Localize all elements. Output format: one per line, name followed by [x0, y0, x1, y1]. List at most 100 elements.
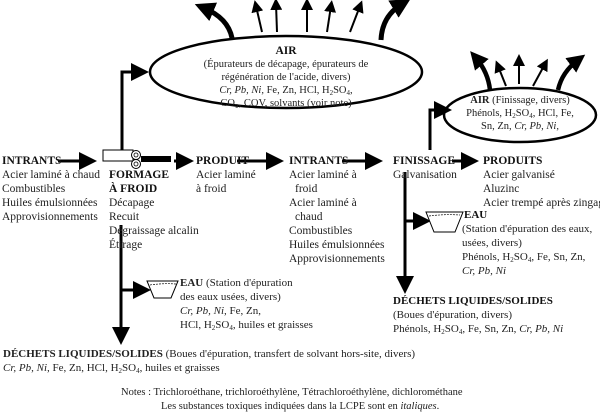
thick-curved-arrow-left	[194, 2, 235, 39]
inputs-2-item: Acier laminé à	[289, 197, 357, 209]
toxic-substances: Cr, Pb, Ni,	[3, 362, 50, 374]
thin-arrow-2	[270, 0, 283, 33]
text: , huiles et graisses	[139, 362, 220, 374]
subscript: 2	[441, 328, 445, 336]
text: Sn, Zn,	[481, 121, 515, 132]
inputs-2-item: Huiles émulsionnées	[289, 239, 385, 251]
water-2-title: EAU	[464, 209, 488, 221]
products-item: Acier galvanisé	[483, 169, 555, 181]
subscript: 2	[329, 89, 334, 97]
notes-block: Notes : Trichloroéthane, trichloroéthylè…	[121, 386, 463, 414]
toxic-substances: Cr, Pb, Ni,	[180, 305, 227, 317]
product-item: Acier laminé	[196, 169, 256, 181]
text: SO	[122, 362, 137, 374]
inputs-block-2: INTRANTS Acier laminé à froid Acier lami…	[289, 154, 385, 266]
inputs-1-item: Combustibles	[2, 183, 66, 195]
air-main-emission-arrows	[194, 0, 411, 41]
air-emissions-ellipse-main	[148, 34, 424, 110]
cold-forming-title-2: À FROID	[109, 183, 158, 195]
air-main-line-2: régénération de l'acide, divers)	[221, 72, 351, 83]
flow-arrows	[58, 63, 479, 345]
inputs-2-item: Combustibles	[289, 225, 353, 237]
text: Les substances toxiques indiquées dans l…	[161, 401, 401, 412]
thin-arrow-4	[324, 0, 337, 33]
emissions-text: SO	[333, 85, 347, 96]
text: , huiles et graisses	[232, 319, 313, 331]
notes-line-1: Notes : Trichloroéthane, trichloroéthylè…	[121, 387, 463, 398]
waste-block-1: DÉCHETS LIQUIDES/SOLIDES (Boues d'épurat…	[3, 347, 415, 375]
subscript: 4	[458, 328, 463, 336]
cold-forming-block: FORMAGE À FROID Décapage Recuit Dégraiss…	[109, 168, 199, 252]
waste-2-line: (Boues d'épuration, divers)	[393, 309, 512, 321]
subscript: 4	[136, 367, 140, 375]
finishing-block: FINISSAGE Galvanisation	[393, 154, 457, 182]
toxic-substances: Cr, Pb, Ni,	[514, 121, 559, 132]
text: Phénols, H	[462, 251, 511, 263]
inputs-1-item: Approvisionnements	[2, 211, 98, 223]
thin-arrow-1	[251, 0, 264, 33]
inputs-2-item: Approvisionnements	[289, 253, 385, 265]
waste-1-line: Cr, Pb, Ni, Fe, Zn, HCl, H2SO4, huiles e…	[3, 361, 415, 375]
air-finishing-details: AIR (Finissage, divers) Phénols, H2SO4, …	[446, 94, 594, 133]
subscript: 4	[346, 89, 351, 97]
water-1-title: EAU	[180, 277, 204, 289]
products-title: PRODUITS	[483, 155, 543, 167]
cold-forming-step: Recuit	[109, 211, 140, 223]
air-main-line-1: (Épurateurs de décapage, épurateurs de	[203, 59, 369, 70]
toxic-substances: Cr, Pb, Ni	[519, 323, 564, 335]
text: HCl, H	[180, 319, 212, 331]
text: Fe, Zn, HCl, H	[49, 362, 119, 374]
water-basin-icon-2	[425, 211, 464, 233]
water-2-line: Phénols, H2SO4, Fe, Sn, Zn,	[462, 250, 592, 264]
text: , Fe, Sn, Zn,	[531, 251, 586, 263]
subscript: 2	[211, 324, 216, 332]
water-1-line: des eaux usées, divers)	[180, 291, 281, 303]
text: .	[436, 401, 440, 412]
air-finishing-line-2: Sn, Zn, Cr, Pb, Ni,	[446, 120, 594, 133]
thick-curved-arrow-right	[378, 0, 411, 41]
subscript: 2	[512, 112, 516, 120]
subscript: 2	[510, 256, 514, 264]
air-finishing-title: AIR	[470, 95, 490, 106]
finishing-title: FINISSAGE	[393, 155, 455, 167]
subscript: 4	[527, 256, 532, 264]
air-main-label: AIR	[186, 44, 386, 58]
inputs-2-item: chaud	[295, 211, 323, 223]
waste-1-title: DÉCHETS LIQUIDES/SOLIDES	[3, 348, 163, 360]
text: SO	[513, 251, 528, 263]
notes-line-2: Les substances toxiques indiquées dans l…	[121, 400, 463, 414]
water-2-line: usées, divers)	[462, 237, 522, 249]
air-main-title: AIR	[275, 45, 297, 57]
product-item: à froid	[196, 183, 227, 195]
text: SO	[515, 108, 530, 119]
text: Phénols, H	[466, 108, 513, 119]
subscript: 4	[529, 112, 533, 120]
product-block: PRODUIT Acier laminé à froid	[196, 154, 256, 196]
emissions-text: Fe, Zn, HCl, H	[263, 85, 330, 96]
text: Fe, Zn,	[226, 305, 261, 317]
products-item: Acier trempé après zingage	[483, 197, 600, 209]
arrow-formage-to-air	[120, 63, 149, 150]
water-1-line: Cr, Pb, Ni, Fe, Zn,	[180, 304, 313, 318]
arrow-finissage-to-air	[428, 101, 452, 150]
thin-arrow-5	[349, 0, 364, 33]
rolling-mill-icon	[102, 149, 171, 169]
cold-forming-step: Dégraissage alcalin	[109, 225, 199, 237]
waste-1-subtitle: (Boues d'épuration, transfert de solvant…	[162, 348, 416, 360]
waste-2-title: DÉCHETS LIQUIDES/SOLIDES	[393, 295, 553, 307]
air-finishing-emission-arrows	[470, 51, 586, 91]
water-2-line: (Station d'épuration des eaux,	[462, 223, 593, 235]
inputs-2-item: Acier laminé à	[289, 169, 357, 181]
air-main-details: (Épurateurs de décapage, épurateurs de r…	[170, 58, 402, 110]
air-finishing-subtitle: (Finissage, divers)	[489, 95, 570, 106]
text: , HCl, Fe,	[532, 108, 574, 119]
finishing-step: Galvanisation	[393, 169, 457, 181]
toxic-substances: Cr, Pb, Ni,	[219, 85, 264, 96]
text: , Fe, Sn, Zn,	[462, 323, 520, 335]
water-basin-icon-1	[146, 280, 179, 299]
text: SO	[215, 319, 230, 331]
inputs-2-item: froid	[295, 183, 318, 195]
cold-forming-title-1: FORMAGE	[109, 169, 170, 181]
water-1-subtitle: (Station d'épuration	[203, 277, 293, 289]
